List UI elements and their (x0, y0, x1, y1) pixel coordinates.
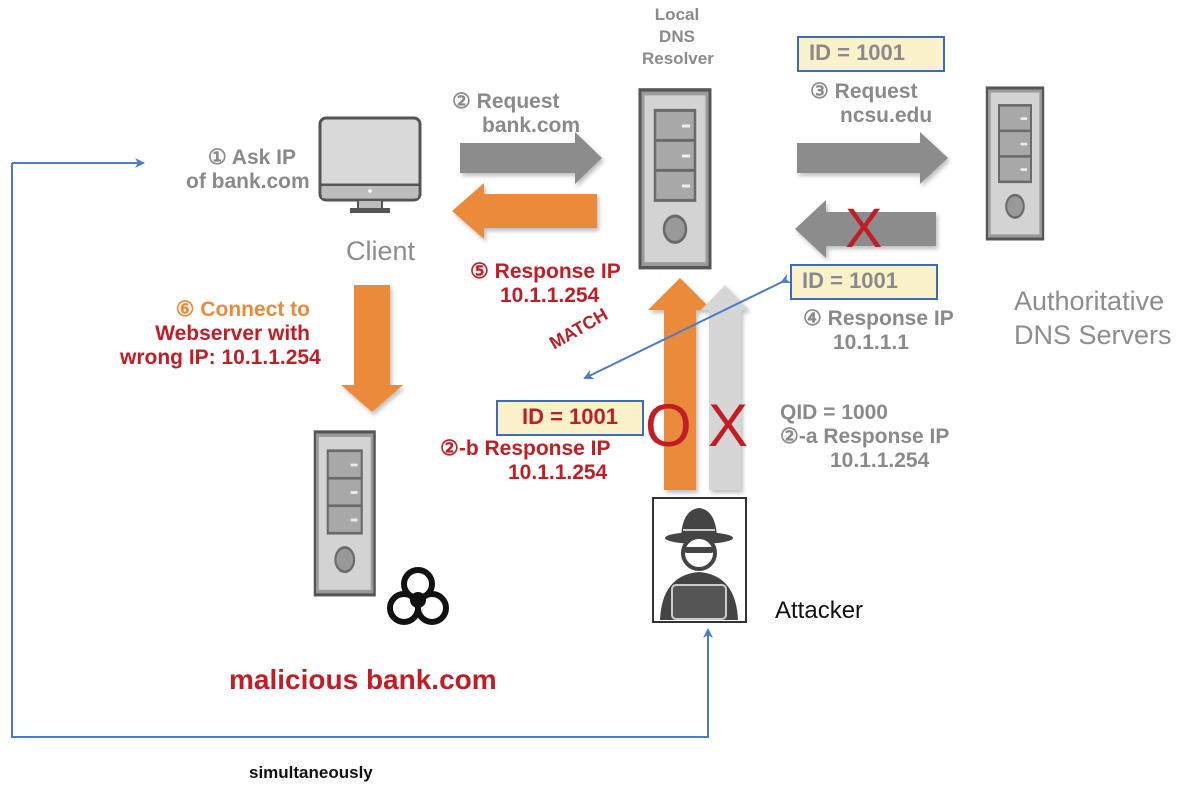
step5-label: ⑤ Response IP 10.1.1.254 (470, 260, 621, 308)
arrow-response-to-client (452, 183, 597, 239)
step4-label: ④ Response IP 10.1.1.1 (803, 307, 954, 355)
step6-line3: wrong IP: 10.1.1.254 (120, 346, 321, 370)
step1-line2: of bank.com (186, 170, 310, 194)
resolver-label-line2: DNS (659, 27, 695, 47)
step3-line2: ncsu.edu (840, 104, 933, 128)
simultaneously-label: simultaneously (249, 763, 373, 782)
step2a-label: QID = 1000 ②-a Response IP 10.1.1.254 (780, 401, 949, 473)
request-id-box: ID = 1001 (797, 36, 945, 72)
step2a-line2: 10.1.1.254 (830, 449, 930, 473)
authoritative-label-line1: Authoritative (1014, 286, 1165, 316)
step6-line1: ⑥ Connect to (175, 298, 310, 321)
spoofed-id-box: ID = 1001 (496, 400, 644, 436)
step2-label: ② Request bank.com (452, 90, 580, 138)
step2-line2: bank.com (482, 114, 581, 138)
biohazard-icon (387, 567, 449, 625)
arrow-spoof-rejected (701, 285, 749, 490)
resolver-label-line1: Local (654, 5, 700, 24)
attacker-label: Attacker (775, 597, 864, 624)
step6-label: ⑥ Connect to Webserver with wrong IP: 10… (120, 298, 321, 370)
step2a-line1: ②-a Response IP (780, 425, 950, 449)
step4-line2: 10.1.1.1 (833, 331, 909, 355)
auth-blocked-x-mark: X (845, 196, 883, 259)
arrow-request-ncsu (797, 132, 948, 184)
step5-line2: 10.1.1.254 (500, 284, 600, 308)
step2b-line1: ②-b Response IP (440, 437, 611, 460)
simultaneously-path (11, 163, 713, 738)
client-label: Client (346, 236, 416, 266)
step2a-qid: QID = 1000 (780, 401, 888, 424)
malicious-label: malicious bank.com (229, 664, 497, 695)
step1-label: ① Ask IP of bank.com (186, 146, 310, 194)
authoritative-label: Authoritative DNS Servers (1014, 285, 1172, 353)
spoof-accept-o-mark: O (645, 392, 692, 459)
match-line (583, 274, 792, 379)
step2b-label: ②-b Response IP 10.1.1.254 (440, 437, 611, 485)
malicious-server-icon (313, 430, 377, 597)
step4-line1: ④ Response IP (803, 307, 954, 330)
step5-line1: ⑤ Response IP (470, 260, 621, 283)
authoritative-server-icon (985, 86, 1045, 241)
step6-line2: Webserver with (155, 322, 310, 346)
resolver-label: Local DNS Resolver (642, 4, 714, 70)
arrow-request-bank (460, 132, 602, 184)
step1-line1: ① Ask IP (207, 146, 296, 169)
authoritative-label-line2: DNS Servers (1014, 319, 1172, 350)
step3-label: ③ Request ncsu.edu (810, 80, 932, 128)
attacker-icon (652, 497, 747, 623)
step2b-line2: 10.1.1.254 (508, 461, 608, 485)
spoof-reject-x-mark: X (708, 392, 749, 459)
step3-line1: ③ Request (810, 80, 918, 103)
resolver-server-icon (638, 88, 712, 270)
step2-line1: ② Request (452, 90, 560, 113)
arrow-connect-webserver (341, 285, 403, 412)
client-computer-icon (318, 116, 422, 213)
response-id-box: ID = 1001 (790, 264, 938, 300)
arrow-auth-response (795, 200, 936, 258)
resolver-label-line3: Resolver (642, 49, 714, 69)
